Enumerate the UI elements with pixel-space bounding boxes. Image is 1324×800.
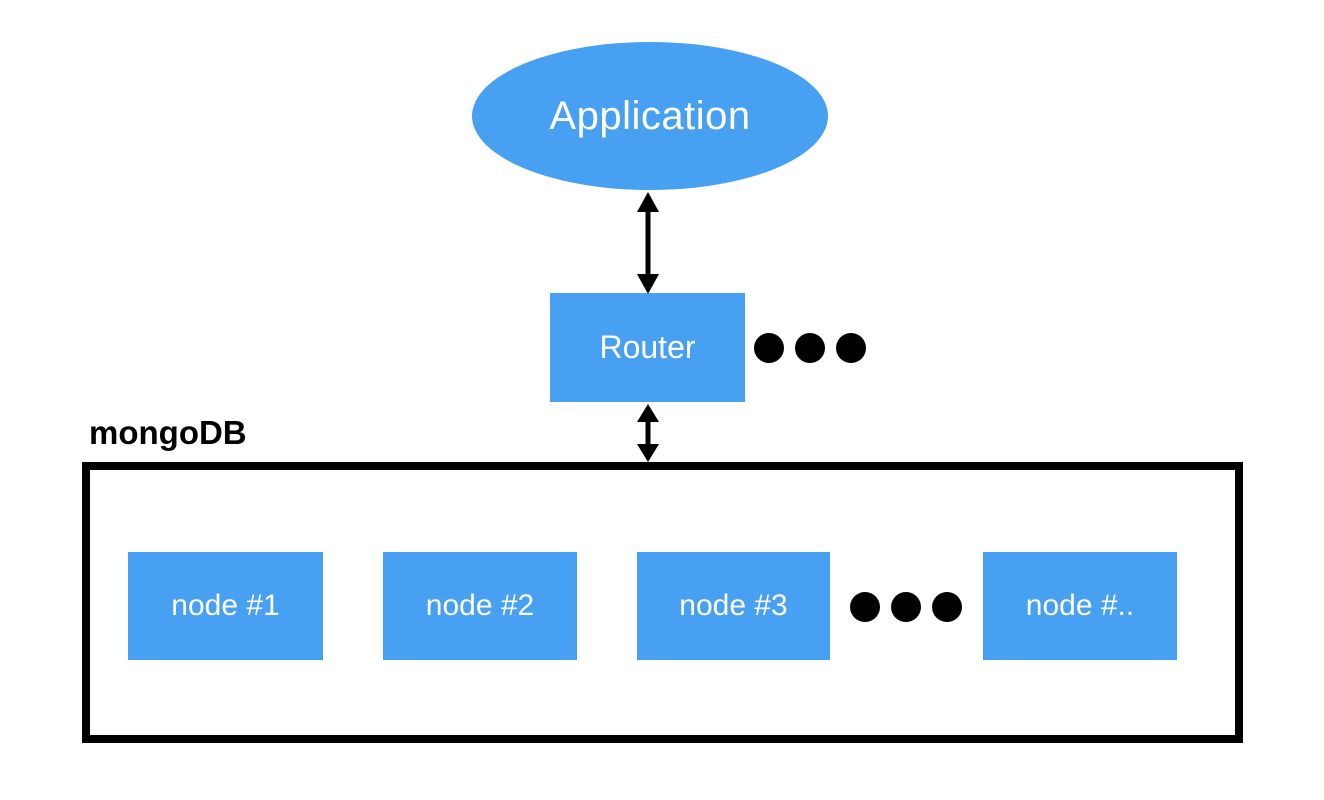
application-label: Application	[549, 93, 751, 138]
router-node: Router	[550, 293, 745, 402]
cluster-label: mongoDB	[89, 414, 247, 451]
node-1-label: node #1	[171, 589, 280, 622]
router-label: Router	[599, 329, 696, 365]
ellipsis-dot-icon	[836, 333, 866, 363]
node-1: node #1	[128, 552, 323, 660]
ellipsis-dot-icon	[795, 333, 825, 363]
cluster-ellipsis-icon	[850, 592, 962, 622]
node-n-label: node #..	[1025, 589, 1135, 622]
application-node: Application	[472, 42, 828, 190]
router-cluster-arrow-icon	[637, 404, 659, 462]
node-n: node #..	[983, 552, 1177, 660]
ellipsis-dot-icon	[754, 333, 784, 363]
node-3-label: node #3	[679, 589, 788, 622]
app-router-arrow-icon	[637, 192, 659, 294]
node-3: node #3	[637, 552, 830, 660]
ellipsis-dot-icon	[932, 592, 962, 622]
router-ellipsis-icon	[754, 333, 866, 363]
node-2-label: node #2	[425, 589, 535, 622]
node-2: node #2	[383, 552, 577, 660]
ellipsis-dot-icon	[850, 592, 880, 622]
ellipsis-dot-icon	[891, 592, 921, 622]
